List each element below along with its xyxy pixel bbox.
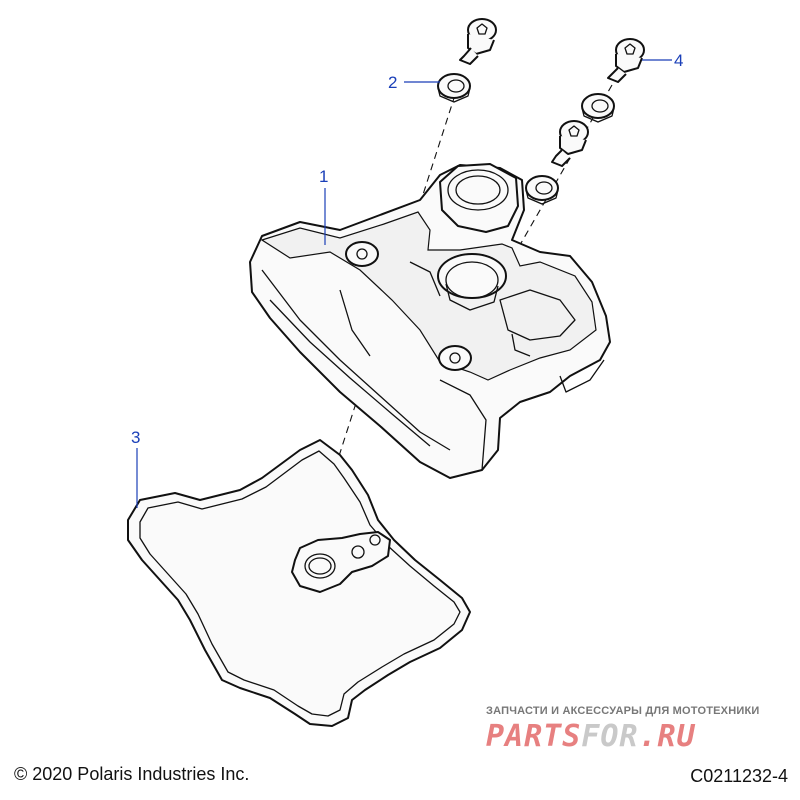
- callout-3: 3: [131, 428, 140, 447]
- washer-seal-right-bottom[interactable]: [525, 175, 559, 205]
- valve-cover[interactable]: [249, 163, 611, 479]
- watermark: ЗАПЧАСТИ И АКСЕССУАРЫ ДЛЯ МОТОТЕХНИКИ PA…: [486, 705, 786, 765]
- copyright-text: © 2020 Polaris Industries Inc.: [14, 764, 250, 784]
- washer-seal-right-top[interactable]: [581, 93, 615, 123]
- bolt-right-top[interactable]: [607, 38, 645, 83]
- watermark-logo: PARTSFOR.RU: [486, 719, 696, 754]
- drawing-code: C0211232-4: [690, 766, 788, 786]
- bolt-left[interactable]: [459, 18, 497, 65]
- watermark-caption: ЗАПЧАСТИ И АКСЕССУАРЫ ДЛЯ МОТОТЕХНИКИ: [486, 705, 760, 717]
- callout-1: 1: [319, 167, 328, 186]
- watermark-logo-part2: FOR: [581, 719, 639, 754]
- washer-seal-left[interactable]: [437, 73, 471, 103]
- watermark-logo-part3: .RU: [638, 719, 696, 754]
- bolt-right-bottom[interactable]: [551, 120, 589, 167]
- watermark-logo-part1: PARTS: [486, 719, 582, 754]
- callout-2: 2: [388, 73, 397, 92]
- callout-4: 4: [674, 51, 683, 70]
- gasket[interactable]: [127, 439, 471, 727]
